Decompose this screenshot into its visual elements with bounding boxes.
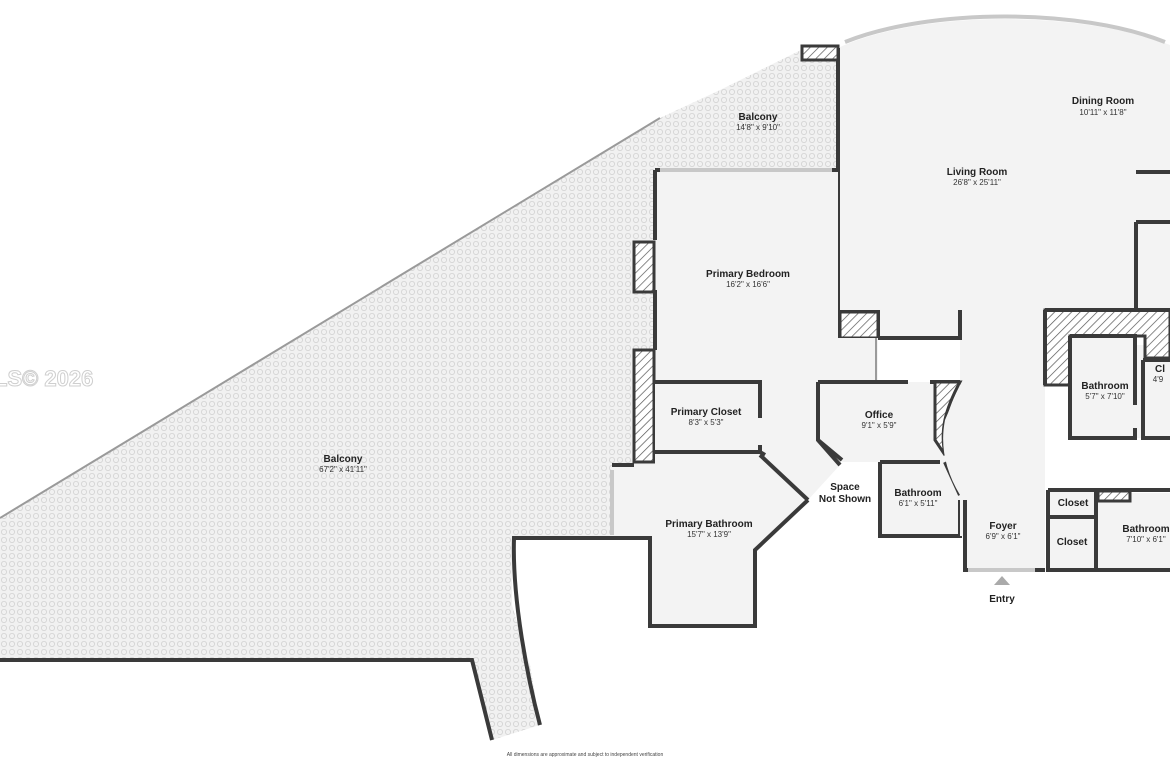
room-dims-primary-bathroom: 15'7" x 13'9" <box>687 530 731 539</box>
bathroom-right-lower-floor <box>1098 493 1170 568</box>
right-wall-hatch <box>1043 308 1170 387</box>
primary-bathroom-walls <box>612 450 810 628</box>
room-dims-primary-closet: 8'3" x 5'3" <box>689 418 724 427</box>
balcony-outer-edge <box>0 658 494 741</box>
bedroom-column-1 <box>632 240 656 294</box>
room-label-balcony-small: Balcony <box>739 112 778 123</box>
room-label-bathroom-small: Bathroom <box>894 488 941 499</box>
bathroom-right-walls <box>1043 308 1170 440</box>
room-label-living-room: Living Room <box>947 167 1008 178</box>
room-label-bathroom-lower-right: Bathroom <box>1122 524 1169 535</box>
room-dims-bathroom-lower-right: 7'10" x 6'1" <box>1126 535 1166 544</box>
room-dims-primary-bedroom: 16'2" x 16'6" <box>726 280 770 289</box>
entry-arrow-icon <box>994 576 1010 585</box>
balcony-column <box>800 44 840 62</box>
bath-lower-column <box>1096 489 1132 503</box>
room-dims-balcony-small: 14'8" x 9'10" <box>736 123 780 132</box>
primary-closet-floor <box>655 382 760 452</box>
office-floor <box>818 382 960 462</box>
room-label-closet-partial: Cl <box>1155 364 1165 375</box>
room-dims-office: 9'1" x 5'9" <box>862 421 897 430</box>
room-label-primary-closet: Primary Closet <box>671 407 742 418</box>
closet-cluster-floor <box>1048 490 1096 570</box>
room-label-dining-room: Dining Room <box>1072 96 1134 107</box>
room-label-office: Office <box>865 410 894 421</box>
room-dims-living-room: 26'8" x 25'11" <box>953 178 1001 187</box>
foyer-floor <box>943 385 1045 570</box>
living-room-curved-window <box>844 14 1166 44</box>
room-dims-foyer: 6'9" x 6'1" <box>986 532 1021 541</box>
room-label-primary-bathroom: Primary Bathroom <box>665 519 752 530</box>
primary-bathroom-floor <box>612 452 808 626</box>
room-dims-bathroom-right: 5'7" x 7'10" <box>1085 392 1125 401</box>
footer-disclaimer: All dimensions are approximate and subje… <box>507 752 664 758</box>
room-label-closet-2: Closet <box>1057 537 1088 548</box>
watermark-text: LS© 2026 <box>0 366 93 391</box>
hall-walls <box>758 438 842 502</box>
room-label-primary-bedroom: Primary Bedroom <box>706 269 790 280</box>
balcony-curved-edge <box>511 536 612 726</box>
room-dims-balcony-large: 67'2" x 41'11" <box>319 465 367 474</box>
room-dims-dining-room: 10'11" x 11'8" <box>1079 108 1126 117</box>
room-dims-bathroom-small: 6'1" x 5'11" <box>899 499 938 508</box>
balcony-large <box>0 48 840 518</box>
room-label-foyer: Foyer <box>989 521 1016 532</box>
bathroom-small-floor <box>880 462 960 536</box>
balcony-large-main <box>0 170 655 740</box>
room-dims-closet-partial: 4'9 <box>1153 375 1164 384</box>
room-labels: Balcony 14'8" x 9'10" Dining Room 10'11"… <box>319 96 1170 605</box>
primary-bedroom-floor <box>655 172 878 500</box>
balcony-diagonal-edge <box>0 117 661 519</box>
room-label-balcony-large: Balcony <box>324 454 363 465</box>
foyer-walls <box>963 500 1045 572</box>
entry-label: Entry <box>989 594 1015 605</box>
bedroom-column-2 <box>632 348 656 464</box>
living-room-column <box>838 310 880 340</box>
room-label-space-not-shown-2: Not Shown <box>819 494 871 505</box>
living-room-floor <box>838 19 1170 386</box>
room-label-space-not-shown-1: Space <box>830 482 860 493</box>
room-label-closet-1: Closet <box>1058 498 1089 509</box>
room-label-bathroom-right: Bathroom <box>1081 381 1128 392</box>
